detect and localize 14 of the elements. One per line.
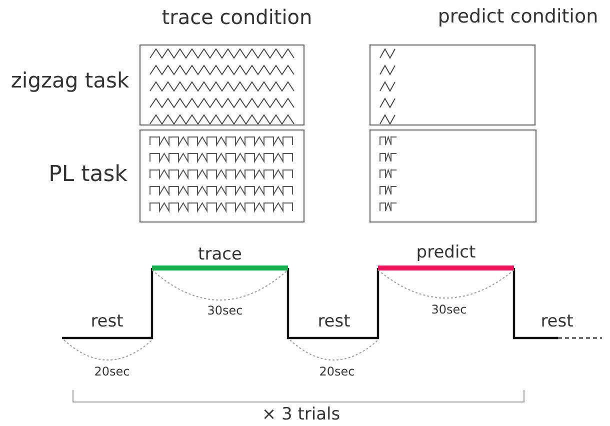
- duration-label: 20sec: [94, 365, 130, 379]
- rest-label: rest: [540, 312, 574, 332]
- condition-label: predict: [416, 244, 476, 262]
- row-heading: PL task: [48, 162, 128, 188]
- duration-label: 30sec: [207, 304, 243, 318]
- duration-label: 30sec: [431, 303, 467, 317]
- column-heading: predict condition: [438, 6, 598, 28]
- condition-label: trace: [198, 246, 242, 264]
- rest-label: rest: [318, 312, 350, 332]
- row-heading: zigzag task: [10, 69, 130, 93]
- rest-label: rest: [90, 312, 124, 332]
- duration-label: 20sec: [319, 365, 355, 379]
- repetition-label: × 3 trials: [262, 406, 340, 424]
- column-heading: trace condition: [162, 6, 312, 28]
